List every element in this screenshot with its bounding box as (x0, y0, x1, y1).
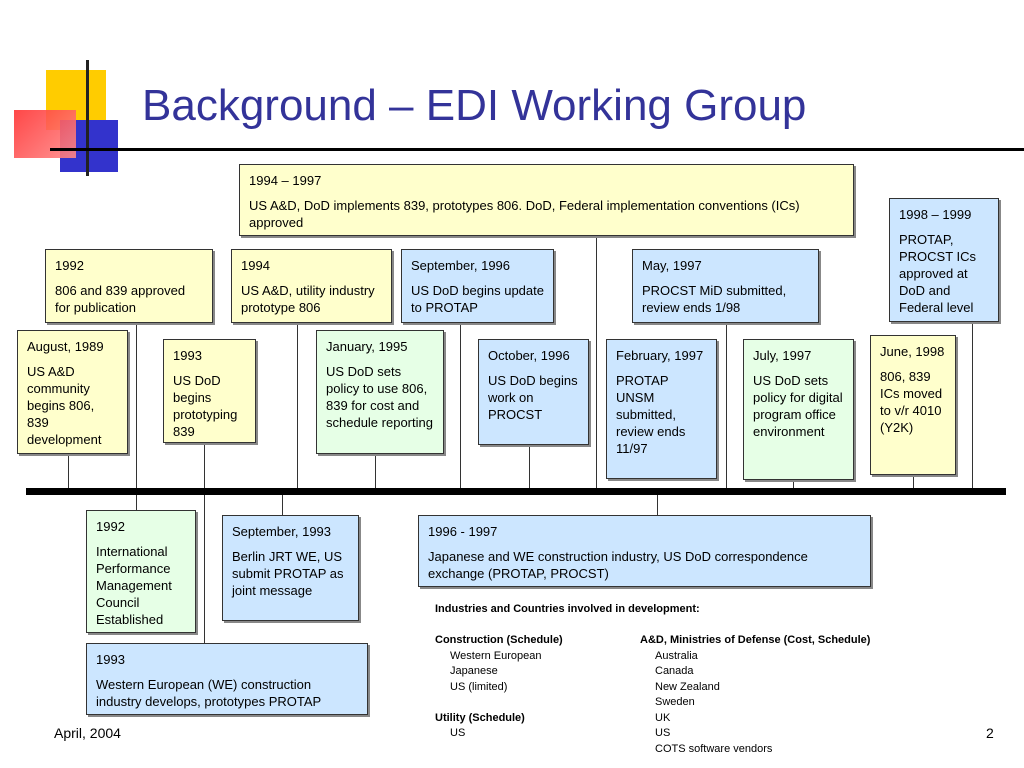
connector (793, 480, 794, 490)
connector (596, 236, 597, 490)
list-item: Australia (655, 649, 698, 662)
page-number: 2 (986, 725, 994, 741)
ad-heading: A&D, Ministries of Defense (Cost, Schedu… (640, 634, 871, 646)
connector (726, 323, 727, 490)
connector (136, 323, 137, 490)
event-box-1992-approved: 1992 806 and 839 approved for publicatio… (45, 249, 213, 323)
connector (913, 475, 914, 490)
connector (375, 454, 376, 490)
connector (529, 445, 530, 490)
list-item: US (655, 727, 671, 739)
event-box-sep-1993: September, 1993 Berlin JRT WE, US submit… (222, 515, 359, 621)
event-box-1994-1997: 1994 – 1997 US A&D, DoD implements 839, … (239, 164, 854, 236)
event-box-1996-1997: 1996 - 1997 Japanese and WE construction… (418, 515, 871, 587)
page-title: Background – EDI Working Group (142, 81, 807, 130)
event-box-1994-utility: 1994 US A&D, utility industry prototype … (231, 249, 392, 323)
event-box-sep-1996: September, 1996 US DoD begins update to … (401, 249, 554, 323)
connector (204, 443, 205, 490)
logo-vertical-line (86, 60, 89, 176)
list-item: Sweden (655, 696, 695, 708)
utility-heading: Utility (Schedule) (435, 711, 525, 724)
event-box-1992-ipmc: 1992 International Performance Managemen… (86, 510, 196, 633)
event-box-1993-dod: 1993 US DoD begins prototyping 839 (163, 339, 256, 443)
event-box-1998-1999: 1998 – 1999 PROTAP, PROCST ICs approved … (889, 198, 999, 322)
connector (297, 323, 298, 490)
list-item: US (limited) (450, 680, 508, 693)
event-box-oct-1996: October, 1996 US DoD begins work on PROC… (478, 339, 589, 445)
list-item: Canada (655, 665, 694, 677)
list-item: Western European (450, 649, 542, 662)
footer-date: April, 2004 (54, 725, 121, 741)
list-item: New Zealand (655, 680, 720, 693)
event-box-feb-1997: February, 1997 PROTAP UNSM submitted, re… (606, 339, 717, 479)
industries-heading: Industries and Countries involved in dev… (435, 603, 700, 615)
list-item: UK (655, 711, 671, 724)
connector (204, 495, 205, 643)
title-underline (50, 148, 1024, 151)
ad-list: A&D, Ministries of Defense (Cost, Schedu… (640, 633, 870, 757)
event-box-jan-1995: January, 1995 US DoD sets policy to use … (316, 330, 444, 454)
timeline-axis (26, 488, 1006, 495)
connector (282, 495, 283, 515)
event-box-jul-1997: July, 1997 US DoD sets policy for digita… (743, 339, 854, 480)
list-item: US (450, 727, 466, 739)
connector (136, 495, 137, 510)
event-box-jun-1998: June, 1998 806, 839 ICs moved to v/r 401… (870, 335, 956, 475)
list-item: COTS software vendors (655, 742, 773, 755)
connector (460, 323, 461, 490)
event-box-may-1997: May, 1997 PROCST MiD submitted, review e… (632, 249, 819, 323)
connector (972, 322, 973, 490)
connector (68, 454, 69, 490)
list-item: Japanese (450, 665, 498, 677)
event-box-1993-we: 1993 Western European (WE) construction … (86, 643, 368, 715)
construction-list: Construction (Schedule) Western European… (435, 633, 563, 742)
construction-heading: Construction (Schedule) (435, 634, 563, 646)
connector (657, 495, 658, 515)
event-box-aug-1989: August, 1989 US A&D community begins 806… (17, 330, 128, 454)
